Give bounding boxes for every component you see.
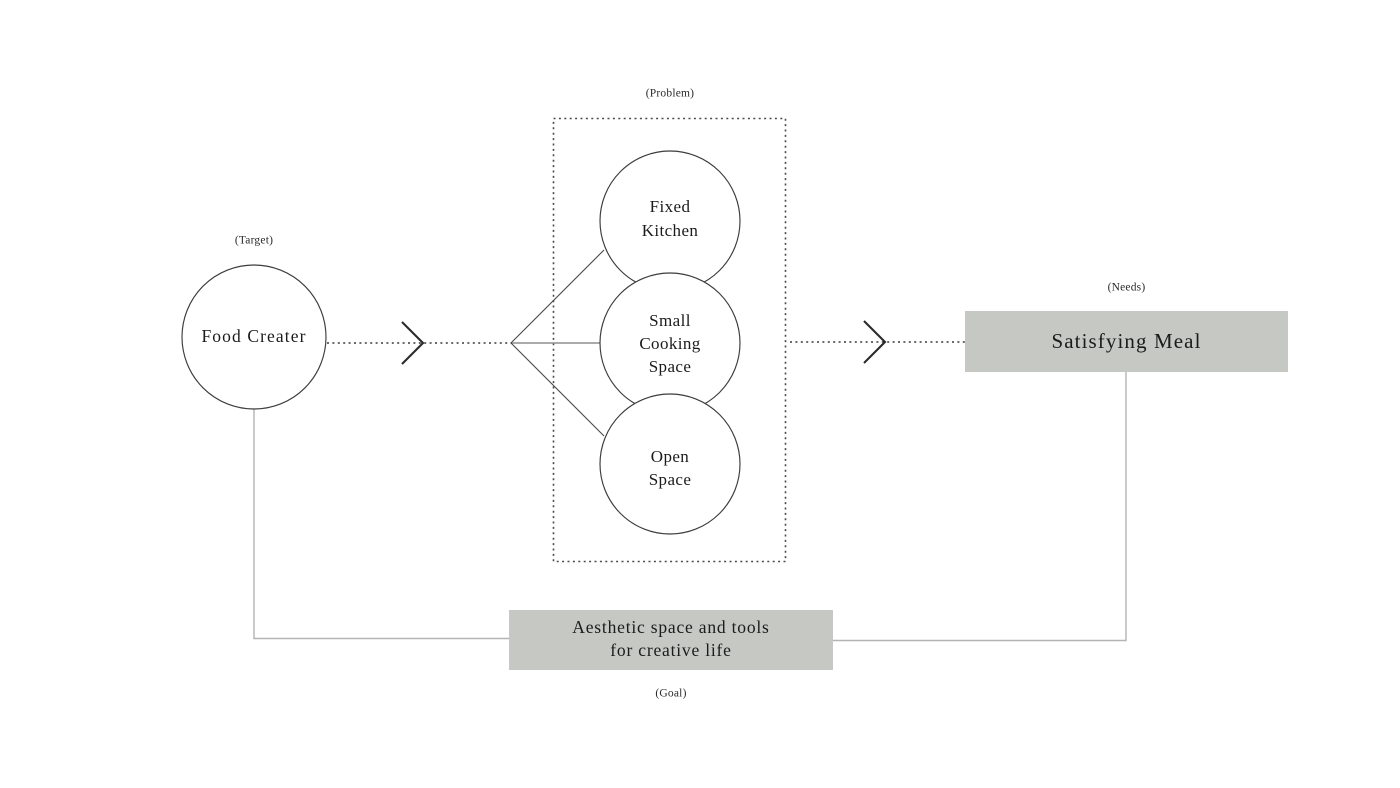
caption-problem: (Problem) [646, 88, 694, 100]
goal-box[interactable] [509, 610, 833, 670]
fan-line-group [510, 249, 605, 437]
node-needs[interactable]: Satisfying Meal [965, 311, 1288, 372]
arrow-target-to-problem [327, 321, 512, 365]
feedback-path-group [253, 372, 1127, 642]
node-open-space[interactable]: Open Space [599, 393, 741, 535]
caption-goal: (Goal) [655, 688, 686, 700]
feedback-line-target-to-goal [253, 409, 560, 640]
arrow-chevron-1 [401, 321, 425, 365]
arrow-chevron-2 [863, 320, 887, 364]
target-circle[interactable] [181, 264, 327, 410]
caption-needs: (Needs) [1108, 282, 1146, 294]
small-cooking-space-label-line3: Space [649, 357, 692, 376]
node-fixed-kitchen[interactable]: Fixed Kitchen [599, 150, 741, 292]
goal-node-label-line2: for creative life [610, 640, 731, 660]
target-node-label: Food Creater [201, 326, 306, 346]
open-space-circle[interactable] [599, 393, 741, 535]
node-goal[interactable]: Aesthetic space and tools for creative l… [509, 610, 833, 670]
needs-box[interactable] [965, 311, 1288, 372]
arrow-problem-to-needs [790, 320, 965, 364]
node-small-cooking-space[interactable]: Small Cooking Space [599, 272, 741, 414]
open-space-label-line1: Open [651, 447, 690, 466]
fixed-kitchen-label-line1: Fixed [650, 197, 691, 216]
goal-node-label-line1: Aesthetic space and tools [572, 617, 769, 637]
caption-target: (Target) [235, 235, 273, 247]
open-space-label-line2: Space [649, 470, 692, 489]
fan-line-to-open-space [510, 342, 605, 437]
needs-node-label: Satisfying Meal [1051, 329, 1201, 353]
small-cooking-space-label-line1: Small [649, 311, 691, 330]
fixed-kitchen-label-line2: Kitchen [642, 221, 699, 240]
node-target[interactable]: Food Creater [181, 264, 327, 410]
feedback-line-needs-to-goal [790, 372, 1127, 642]
small-cooking-space-label-line2: Cooking [639, 334, 700, 353]
fan-line-to-fixed-kitchen [510, 249, 605, 344]
